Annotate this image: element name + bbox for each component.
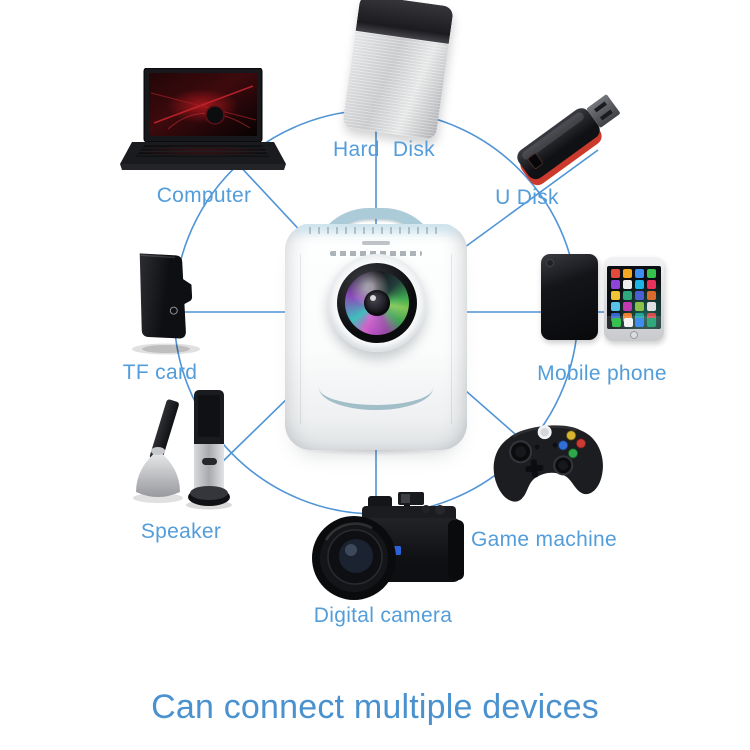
projector-vent [330, 251, 422, 256]
home-button [630, 331, 638, 339]
phone-dock [607, 316, 661, 329]
lens-pupil [364, 290, 390, 316]
label-game-machine: Game machine [471, 528, 617, 551]
hard-drive-icon [342, 0, 454, 140]
label-computer: Computer [156, 184, 252, 207]
label-hard-disk: Hard Disk [333, 138, 435, 161]
projector-smile [319, 388, 433, 410]
projector-top-vent [309, 227, 443, 234]
label-speaker: Speaker [140, 520, 222, 543]
projector-logo-mark [362, 241, 390, 245]
headline: Can connect multiple devices [151, 688, 599, 726]
label-digital-camera: Digital camera [313, 604, 453, 627]
usb-flash-drive-icon [498, 88, 638, 188]
phone-back [541, 254, 598, 340]
phone-app-grid [607, 266, 661, 325]
sd-card-icon [126, 246, 206, 356]
smartphone-icon [541, 252, 665, 344]
label-tf-card: TF card [122, 361, 198, 384]
camera-icon [300, 490, 472, 602]
speaker-icon [122, 386, 234, 514]
label-mobile-phone: Mobile phone [537, 362, 667, 385]
mini-projector-icon [285, 208, 467, 456]
laptop-icon [118, 67, 286, 176]
gamepad-icon [482, 416, 614, 512]
projector-body [285, 224, 467, 450]
label-u-disk: U Disk [495, 186, 559, 209]
phone-front [604, 257, 664, 341]
